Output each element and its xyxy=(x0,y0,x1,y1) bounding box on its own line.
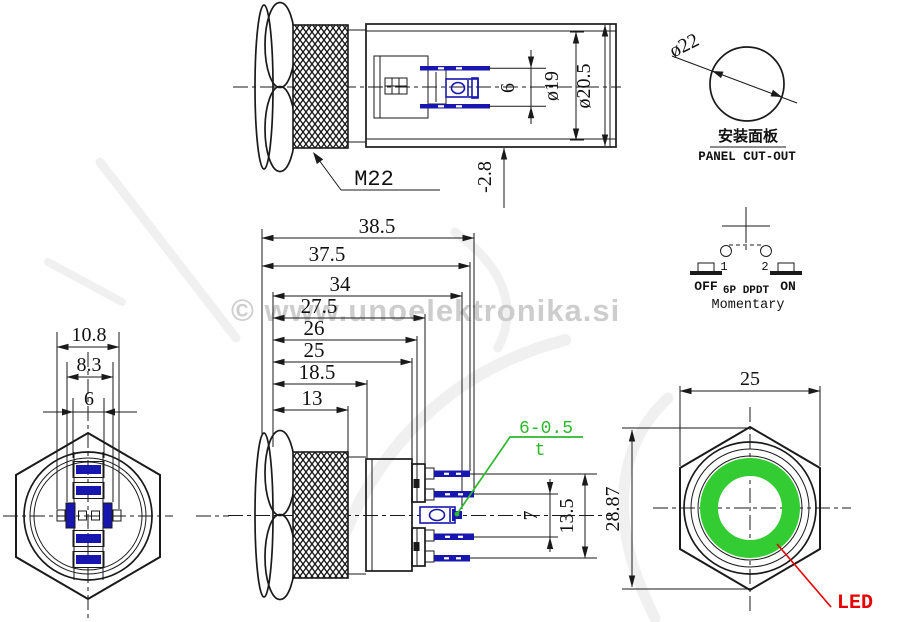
cap-petal xyxy=(264,1,296,89)
thread-size-label: M22 xyxy=(354,167,394,192)
led-ring xyxy=(700,458,800,558)
thread-knurl xyxy=(292,451,349,579)
terminal-pins-top xyxy=(420,66,490,109)
led-label: LED xyxy=(837,592,873,615)
dim-tab-span: 10.8 xyxy=(72,324,107,346)
contact-1-label: 1 xyxy=(720,260,727,274)
bottom-side-view: 7 13.5 6-0.5 t xyxy=(228,419,612,601)
watermark-swoosh xyxy=(44,258,126,306)
watermark-text: © www.unoelektronika.si xyxy=(231,293,620,328)
dim-arrow xyxy=(62,408,73,416)
pin-note-value: 6-0.5 xyxy=(519,419,573,439)
front-led-view: 25 28.87 LED xyxy=(602,368,873,615)
dim-pin-span: 13.5 xyxy=(556,499,578,534)
block-detail xyxy=(413,479,420,488)
switch-block-lower xyxy=(411,527,426,567)
contact-2-label: 2 xyxy=(761,260,768,274)
dim-overall: 38.5 xyxy=(359,214,396,238)
watermark-swoosh xyxy=(450,227,512,353)
block-detail xyxy=(413,542,420,551)
panel-cutout-label-cn: 安装面板 xyxy=(718,127,779,146)
panel-cutout-view: ø22 安装面板 PANEL CUT-OUT xyxy=(666,29,798,164)
pin-note-suffix: t xyxy=(535,441,546,461)
dim-pin-gap: 6 xyxy=(497,83,519,93)
pin-thickness-note: 6-0.5 t xyxy=(454,419,583,517)
switch-body xyxy=(365,458,413,572)
cap-rim xyxy=(254,432,274,598)
cap-petal xyxy=(264,513,296,601)
led-pins-rear xyxy=(56,502,122,529)
dim-diameter-20-5: ø20.5 xyxy=(573,64,595,109)
terminal-pins-side xyxy=(434,470,474,562)
led-plunger xyxy=(445,77,479,99)
rear-pin-view: 10.8 8.3 6 xyxy=(3,324,229,622)
dim-led-pin-span: 8.3 xyxy=(77,354,102,376)
on-terminal-icon xyxy=(770,271,802,275)
led-pin-side xyxy=(419,506,462,524)
off-terminal-icon xyxy=(690,271,722,275)
top-section-view: 6 ø19 ø20.5 -2.8 M22 xyxy=(233,1,621,208)
contact-1-circle xyxy=(720,245,732,257)
cap-petal xyxy=(264,85,296,173)
housing-tube xyxy=(365,23,617,148)
dim-to-body-end: 25 xyxy=(304,338,325,362)
dim-to-long-pins: 37.5 xyxy=(309,242,346,266)
dim-arrow xyxy=(770,89,782,97)
cap-rim xyxy=(254,4,274,170)
on-label: ON xyxy=(780,279,796,294)
off-label: OFF xyxy=(694,279,718,294)
dim-pin-width: 6 xyxy=(84,388,94,410)
leader-arrow xyxy=(313,152,324,164)
switch-action-label: Momentary xyxy=(712,298,785,313)
dim-across-corners: 28.87 xyxy=(602,487,624,532)
dim-cutout-diameter: ø22 xyxy=(666,29,703,62)
thread-knurl xyxy=(292,24,349,149)
watermark-swoosh xyxy=(95,157,241,343)
hex-nut-outline xyxy=(15,431,161,601)
switch-config-label: 6P DPDT xyxy=(723,285,770,297)
dim-to-led-pin: 34 xyxy=(330,272,352,296)
dim-thread-length: 13 xyxy=(302,386,323,410)
switch-block-upper xyxy=(411,463,426,503)
dim-diameter-19: ø19 xyxy=(541,71,563,101)
dim-to-block-end: 26 xyxy=(304,316,325,340)
dim-pin-pitch: 7 xyxy=(520,511,542,521)
length-dimension-stack: 38.5 37.5 34 27.5 26 25 18.5 13 xyxy=(261,214,475,509)
dim-recess: -2.8 xyxy=(474,161,496,193)
switch-schematic: 1 2 OFF ON 6P DPDT Momentary xyxy=(690,207,802,313)
dim-across-flats: 25 xyxy=(740,368,760,390)
watermark-swoosh xyxy=(326,334,571,574)
panel-cutout-label-en: PANEL CUT-OUT xyxy=(698,150,796,164)
dim-to-terminals: 27.5 xyxy=(301,294,338,318)
hex-nut-outline xyxy=(679,425,821,592)
contact-2-circle xyxy=(760,245,772,257)
terminal-pins-rear xyxy=(72,461,105,568)
dim-arrow xyxy=(104,408,115,416)
dim-to-body-front: 18.5 xyxy=(299,360,336,384)
dim-arrow xyxy=(712,71,724,79)
led-leader-line xyxy=(776,543,832,608)
cap-petal xyxy=(264,429,296,517)
watermark-swoosh xyxy=(617,392,674,622)
cutout-circle xyxy=(709,46,785,122)
